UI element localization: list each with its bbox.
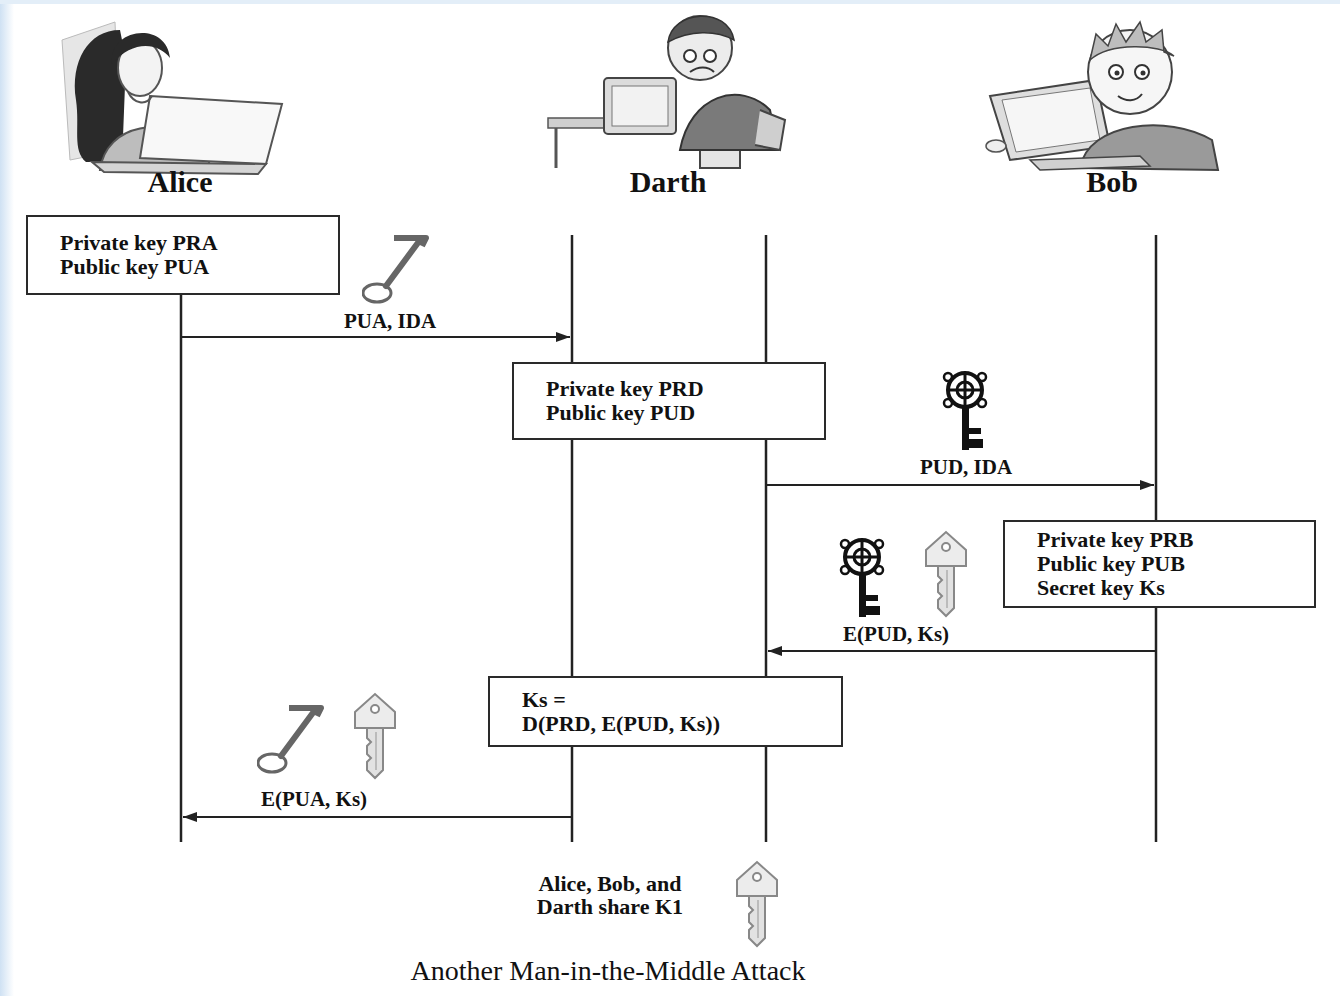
bob-figure <box>1002 88 1100 152</box>
darth-figure <box>555 128 558 168</box>
party-name: Alice <box>148 166 213 198</box>
alice-figure <box>140 96 282 164</box>
alice-figure <box>62 22 282 174</box>
alice-figure <box>128 92 152 102</box>
key-icon <box>926 532 966 616</box>
key-box: Ks =D(PRD, E(PUD, Ks)) <box>488 676 843 747</box>
key-icon <box>737 862 777 946</box>
message-label: PUA, IDA <box>344 310 436 332</box>
box-text: Ks = <box>522 688 827 712</box>
box-text: Private key PRA <box>60 231 324 255</box>
darth-figure <box>668 16 734 42</box>
darth-figure <box>684 50 696 62</box>
bob-figure <box>986 22 1218 170</box>
note-text: Alice, Bob, and Darth share K1 <box>510 872 710 918</box>
box-text: Public key PUA <box>60 255 324 279</box>
key-box: Private key PRAPublic key PUA <box>26 215 340 295</box>
edge-strip <box>0 0 14 996</box>
lifeline <box>180 295 183 842</box>
top-strip <box>0 0 1340 4</box>
bob-figure <box>1141 71 1146 76</box>
message-arrow <box>766 484 1154 486</box>
lifeline <box>765 235 768 842</box>
bob-figure <box>1090 22 1174 60</box>
darth-figure <box>604 78 676 134</box>
key-icon <box>841 540 883 617</box>
key-box: Private key PRBPublic key PUBSecret key … <box>1003 520 1316 608</box>
bob-figure <box>1115 71 1120 76</box>
bob-figure <box>986 140 1006 152</box>
box-text: Private key PRB <box>1037 528 1300 552</box>
lifeline <box>571 235 574 842</box>
key-icon <box>258 708 321 772</box>
alice-figure <box>112 33 170 64</box>
message-label: PUD, IDA <box>920 456 1012 478</box>
party-name: Bob <box>1086 166 1138 198</box>
message-label: E(PUD, Ks) <box>843 623 949 645</box>
box-text: Public key PUB <box>1037 552 1300 576</box>
darth-figure <box>755 110 785 150</box>
box-text: Public key PUD <box>546 401 810 425</box>
box-text: Private key PRD <box>546 377 810 401</box>
darth-figure <box>548 16 785 168</box>
message-arrow <box>183 816 572 818</box>
message-label: E(PUA, Ks) <box>261 788 367 810</box>
key-icon <box>944 373 986 450</box>
key-icon <box>363 238 426 302</box>
message-arrow <box>768 650 1156 652</box>
darth-figure <box>704 50 716 62</box>
bob-figure <box>1118 94 1142 100</box>
darth-figure <box>690 68 714 73</box>
darth-figure <box>612 86 668 126</box>
bob-figure <box>1109 65 1123 79</box>
key-box: Private key PRDPublic key PUD <box>512 362 826 440</box>
party-name: Darth <box>630 166 707 198</box>
message-arrow <box>181 336 570 338</box>
box-text: Secret key Ks <box>1037 576 1300 600</box>
bob-figure <box>1135 65 1149 79</box>
figure-caption: Another Man-in-the-Middle Attack <box>410 956 805 987</box>
box-text: D(PRD, E(PUD, Ks)) <box>522 712 827 736</box>
key-icon <box>355 694 395 778</box>
